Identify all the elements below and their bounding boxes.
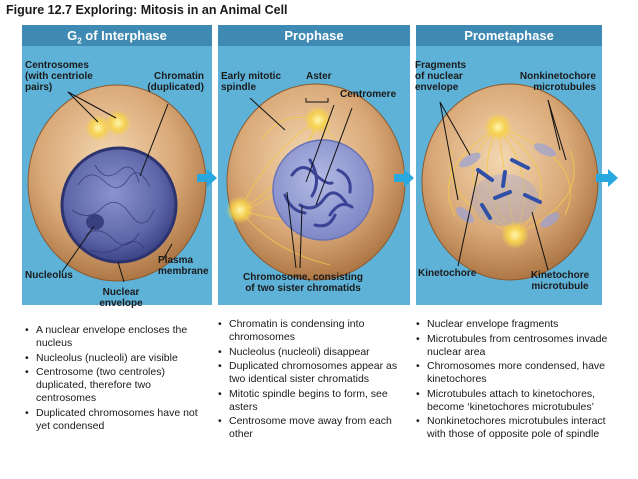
panel-title-prophase: Prophase	[218, 25, 410, 46]
aster-icon	[226, 196, 254, 224]
bullet-item: Centrosome move away from each other	[218, 415, 408, 441]
panel-title-interphase-subscript: 2	[77, 36, 82, 46]
bullet-item: Nonkinetochores microtubules interact wi…	[416, 415, 616, 441]
centrosome-icon	[501, 221, 529, 249]
arrow-right-icon	[197, 169, 217, 187]
stage-arrows	[197, 169, 618, 187]
bullet-item: Centrosome (two centroles) duplicated, t…	[25, 366, 210, 405]
panel-title-prometaphase-main: Prometaphase	[464, 28, 554, 43]
aster-icon	[304, 106, 332, 134]
label-centromere: Centromere	[340, 89, 397, 100]
label-chromatin: Chromatin (duplicated)	[147, 71, 204, 93]
centrosome-icon	[484, 113, 512, 141]
panel-title-interphase: G2 of Interphase	[22, 25, 212, 46]
panel-title-prometaphase: Prometaphase	[416, 25, 602, 46]
bullet-item: Nucleolus (nucleoli) are visible	[25, 352, 210, 365]
bullet-item: Mitotic spindle begins to form, see aste…	[218, 388, 408, 414]
bullet-item: Microtubules from centrosomes invade nuc…	[416, 333, 616, 359]
label-kinetochore-microtubule: Kinetochore microtubule	[530, 270, 590, 292]
bullets-prophase: Chromatin is condensing into chromosomes…	[218, 318, 408, 443]
interphase-cell	[27, 84, 207, 282]
arrow-right-icon	[394, 169, 414, 187]
bullet-item: Nuclear envelope fragments	[416, 318, 616, 331]
prophase-condensing-chromosomes	[283, 158, 354, 228]
label-nonkinetochore-microtubules: Nonkinetochore microtubules	[519, 71, 596, 93]
label-kinetochore: Kinetochore	[418, 268, 477, 279]
label-chromosome: Chromosome, consisting of two sister chr…	[242, 272, 363, 294]
label-fragments-nuclear-envelope: Fragments of nuclear envelope	[415, 60, 467, 93]
panel-title-prophase-main: Prophase	[284, 28, 344, 43]
label-nucleolus: Nucleolus	[25, 270, 73, 281]
label-early-mitotic-spindle: Early mitotic spindle	[221, 71, 282, 93]
bullets-prometaphase: Nuclear envelope fragments Microtubules …	[416, 318, 616, 443]
bullet-item: Duplicated chromosomes appear as two ide…	[218, 360, 408, 386]
prophase-nucleus	[272, 139, 374, 241]
centrosome-icon	[85, 115, 111, 141]
interphase-nucleus	[60, 146, 178, 264]
label-leader-lines	[61, 91, 567, 283]
panel-title-interphase-rest: of Interphase	[81, 28, 167, 43]
prophase-cell	[226, 83, 406, 281]
bullet-item: Nucleolus (nucleoli) disappear	[218, 346, 408, 359]
label-plasma-membrane: Plasma membrane	[158, 255, 209, 277]
bullet-item: Chromosomes more condensed, have kinetoc…	[416, 360, 616, 386]
label-aster: Aster	[306, 71, 332, 82]
panel-title-interphase-main: G	[67, 28, 78, 43]
interphase-chromatin	[71, 164, 155, 253]
centrosome-icon	[105, 110, 131, 136]
bullet-item: Microtubules attach to kinetochores, bec…	[416, 388, 616, 414]
prometaphase-chromosomes	[476, 158, 542, 220]
figure-title: Figure 12.7 Exploring: Mitosis in an Ani…	[6, 3, 288, 17]
label-centrosomes: Centrosomes (with centriole pairs)	[25, 60, 93, 93]
prometaphase-cell	[421, 83, 599, 281]
bullet-item: Chromatin is condensing into chromosomes	[218, 318, 408, 344]
label-nuclear-envelope: Nuclear envelope	[99, 287, 143, 309]
bullet-item: Duplicated chromosomes have not yet cond…	[25, 407, 210, 433]
arrow-right-icon	[596, 169, 618, 187]
bullets-interphase: A nuclear envelope encloses the nucleus …	[25, 324, 210, 434]
interphase-nucleolus	[86, 214, 104, 230]
bullet-item: A nuclear envelope encloses the nucleus	[25, 324, 210, 350]
